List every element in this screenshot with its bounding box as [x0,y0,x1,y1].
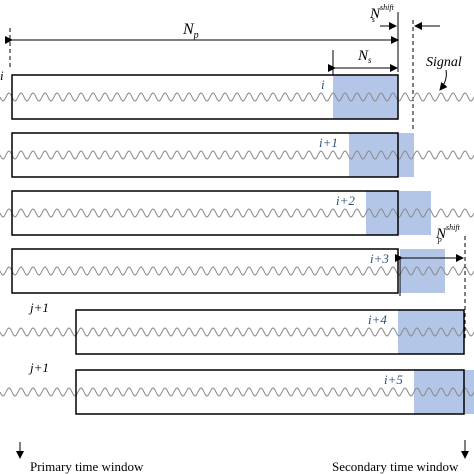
signal-wave [0,208,474,218]
primary-window-box [11,132,399,178]
signal-label: Signal [426,55,462,70]
signal-wave [0,387,474,397]
row-index-label: i+3 [370,251,389,266]
signal-wave [0,92,474,102]
primary-window-box [11,74,399,120]
window-rows: i i+1 i+2 i+3 i+4 j+1 i+5 j+1 [0,74,474,415]
np-dimension: Np [5,21,399,70]
signal-annotation: Signal [426,55,462,91]
ns-dimension: Ns [328,48,398,75]
window-row: i+2 [0,190,474,236]
row-index-label: i+1 [319,135,338,150]
signal-wave [0,327,474,337]
secondary-window-shade [349,133,414,177]
primary-window-box [11,248,399,294]
primary-window-box [11,190,399,236]
window-row: i [0,74,474,120]
row-i-left-label: i [0,68,4,83]
row-left-label: j+1 [28,300,49,315]
window-row: i+1 [0,132,474,178]
ns-label: Ns [357,48,372,65]
row-index-label: i+5 [384,372,403,387]
row-index-label: i+4 [368,312,387,327]
row-index-label: i+2 [336,193,355,208]
primary-window-box [75,309,465,355]
signal-wave [0,150,474,160]
secondary-window-shade [398,310,464,354]
np-label: Np [182,21,199,41]
window-row: i+3 [0,248,474,294]
row-index-label: i [321,77,325,92]
row-left-label: j+1 [28,360,49,375]
primary-window-caption: Primary time window [30,459,144,474]
primary-window-box [75,369,465,415]
signal-wave [0,266,474,276]
window-row: i+5 j+1 [0,360,474,415]
window-row: i+4 j+1 [0,300,474,355]
secondary-window-caption: Secondary time window [332,459,459,474]
